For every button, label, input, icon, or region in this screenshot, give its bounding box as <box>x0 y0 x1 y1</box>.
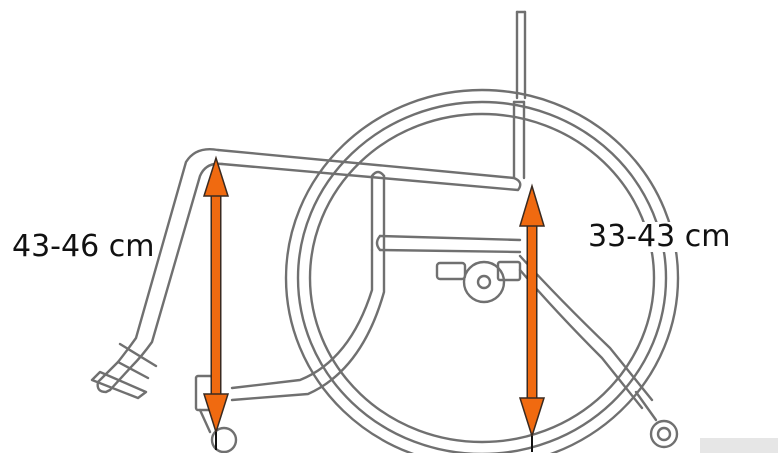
left-height-label: 43-46 cm <box>12 229 155 264</box>
footplate <box>90 370 148 400</box>
back-upright <box>512 100 526 180</box>
lower-frame <box>230 248 386 402</box>
right-height-arrow <box>518 183 546 452</box>
left-arrowhead-bottom <box>202 393 230 435</box>
rear-caster <box>634 390 679 449</box>
front-frame <box>96 148 224 394</box>
right-arrowhead-top <box>518 183 546 227</box>
right-arrowhead-bottom <box>518 397 546 439</box>
wheel-hub <box>435 260 522 304</box>
seat-crossbar <box>375 234 522 254</box>
seat-rail <box>216 148 522 192</box>
seat-support <box>370 170 386 252</box>
right-height-label: 33-43 cm <box>582 222 737 252</box>
push-handle <box>515 10 527 100</box>
page-corner-shadow <box>700 438 778 453</box>
left-arrowhead-top <box>202 155 230 197</box>
left-height-arrow <box>202 155 230 450</box>
